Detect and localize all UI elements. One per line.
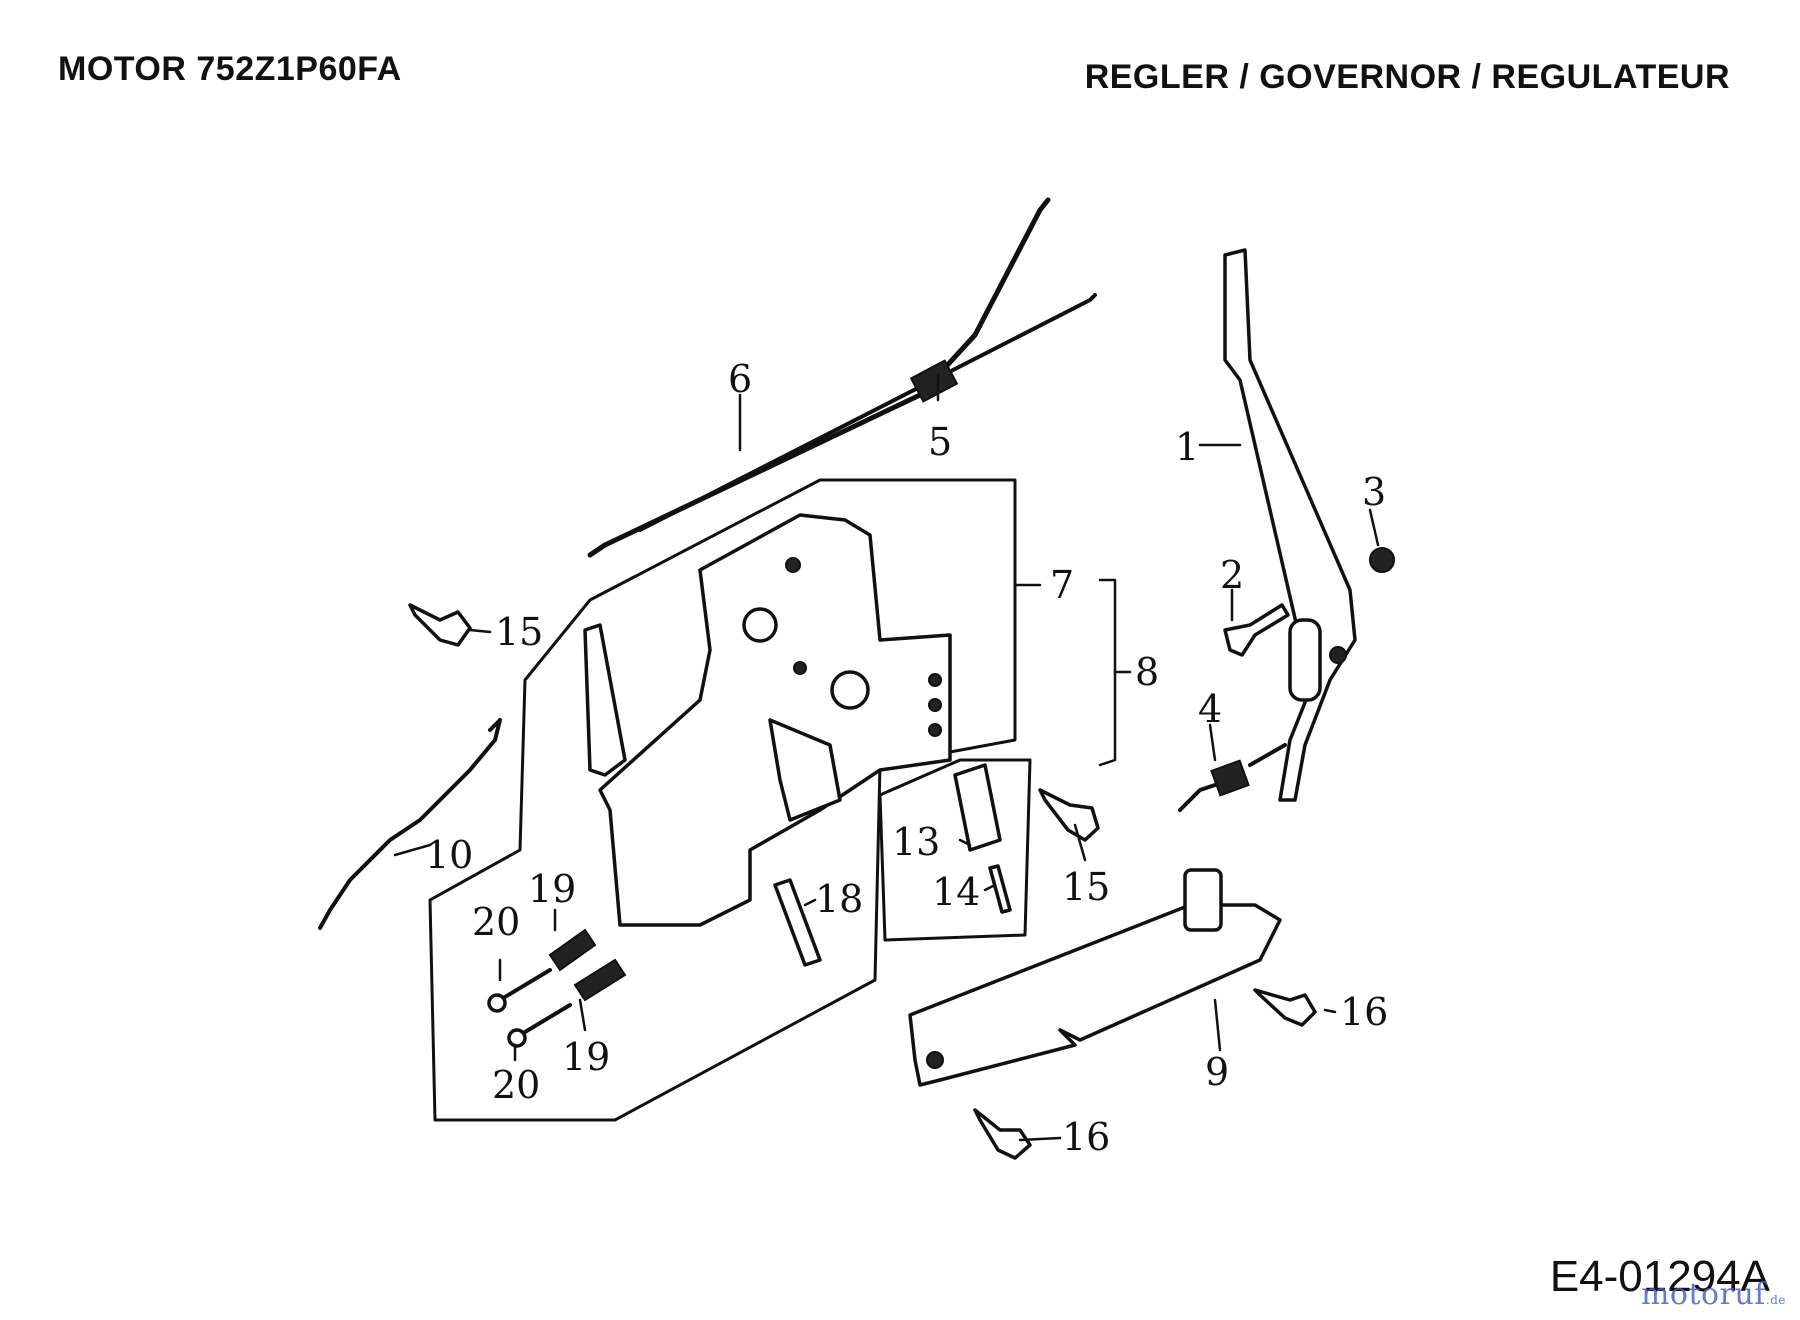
callout-15a: 15 bbox=[495, 610, 543, 654]
part-7-control-plate bbox=[598, 513, 952, 927]
part-2-bolt bbox=[1223, 603, 1290, 657]
callout-9: 9 bbox=[1205, 1050, 1229, 1094]
part-19-spring bbox=[573, 958, 627, 1002]
callout-4: 4 bbox=[1198, 687, 1222, 731]
part-16-bolt bbox=[1253, 988, 1317, 1027]
callout-20b: 20 bbox=[492, 1063, 540, 1107]
watermark-text: motoruf bbox=[1640, 1277, 1766, 1312]
group-outline-7 bbox=[428, 478, 1017, 1122]
part-13-clamp bbox=[953, 763, 1002, 852]
callout-1: 1 bbox=[1175, 425, 1199, 469]
plate-hole bbox=[830, 670, 870, 710]
callout-15b: 15 bbox=[1062, 865, 1110, 909]
callout-14: 14 bbox=[932, 870, 980, 914]
callout-labels: 6 5 1 2 3 4 7 8 9 10 13 14 15 15 16 16 1… bbox=[425, 357, 1388, 1159]
part-9-hole bbox=[926, 1051, 944, 1069]
lever-arm bbox=[768, 718, 842, 822]
part-9-tab bbox=[1183, 868, 1223, 932]
part-6-governor-rod bbox=[587, 197, 1051, 558]
part-15-bolt bbox=[1038, 788, 1100, 842]
plate-rivet bbox=[928, 673, 942, 687]
part-20-screw-head bbox=[507, 1028, 527, 1048]
plate-rivet bbox=[928, 698, 942, 712]
document-number: E4-01294A bbox=[1549, 1252, 1770, 1301]
part-20-screw bbox=[498, 968, 552, 1002]
callout-19a: 19 bbox=[528, 867, 576, 911]
section-title: REGLER / GOVERNOR / REGULATEUR bbox=[1084, 58, 1730, 96]
arm-pivot bbox=[1329, 646, 1347, 664]
part-4-spring-coil bbox=[1210, 759, 1250, 797]
callout-13: 13 bbox=[892, 820, 940, 864]
part-20-screw-head bbox=[487, 993, 507, 1013]
part-3-nut bbox=[1369, 547, 1395, 573]
arm-slot bbox=[1288, 618, 1322, 702]
callout-20a: 20 bbox=[472, 900, 520, 944]
plate-rivet bbox=[793, 661, 807, 675]
callout-19b: 19 bbox=[562, 1035, 610, 1079]
callout-5: 5 bbox=[928, 420, 952, 464]
plate-rivet bbox=[928, 723, 942, 737]
part-1-governor-arm bbox=[1223, 248, 1357, 802]
part-9-link-plate bbox=[908, 903, 1282, 1087]
part-19-spring bbox=[548, 928, 597, 972]
throttle-lever bbox=[583, 623, 627, 777]
part-20-screw bbox=[518, 1003, 572, 1037]
callout-16b: 16 bbox=[1062, 1115, 1110, 1159]
part-10-return-spring bbox=[318, 718, 502, 930]
page-title: MOTOR 752Z1P60FA bbox=[58, 50, 402, 88]
part-18-spring bbox=[773, 878, 822, 967]
part-16-bolt bbox=[973, 1108, 1032, 1160]
callout-7: 7 bbox=[1050, 563, 1074, 607]
plate-rivet bbox=[785, 557, 801, 573]
part-6-link-rod bbox=[638, 293, 1097, 532]
part-5-spring bbox=[909, 359, 959, 403]
callout-16a: 16 bbox=[1340, 990, 1388, 1034]
part-14-screw bbox=[988, 864, 1012, 914]
part-15-bolt bbox=[408, 603, 472, 647]
callout-10: 10 bbox=[425, 833, 473, 877]
leader-lines bbox=[393, 373, 1380, 1142]
watermark-suffix: .de bbox=[1765, 1293, 1786, 1307]
callout-8: 8 bbox=[1135, 650, 1159, 694]
callout-3: 3 bbox=[1362, 470, 1386, 514]
group-outline-8 bbox=[878, 758, 1032, 942]
watermark-logo: motoruf.de bbox=[1641, 1277, 1786, 1312]
plate-hole bbox=[742, 607, 778, 643]
callout-2: 2 bbox=[1220, 553, 1244, 597]
callout-6: 6 bbox=[728, 357, 752, 401]
callout-18: 18 bbox=[815, 877, 863, 921]
